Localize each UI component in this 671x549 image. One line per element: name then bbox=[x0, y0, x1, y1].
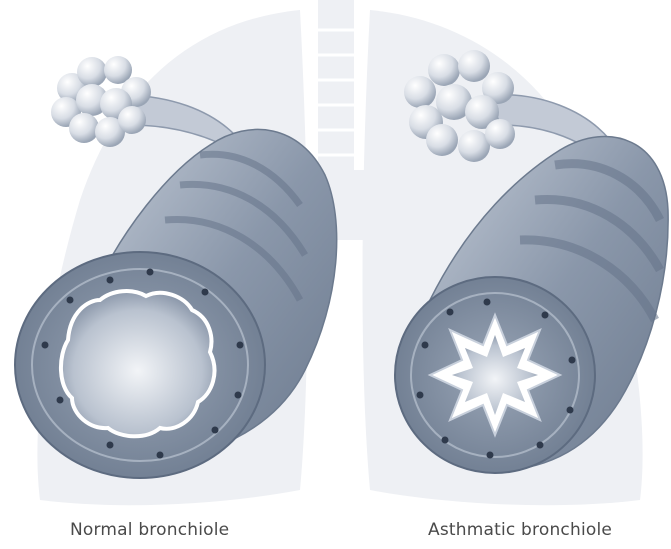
normal-bronchiole-lumen bbox=[61, 291, 215, 436]
normal-bronchiole-caption: Normal bronchiole bbox=[70, 520, 229, 540]
alveoli-cluster-icon bbox=[51, 56, 151, 147]
asthmatic-bronchiole-caption: Asthmatic bronchiole bbox=[428, 520, 612, 540]
